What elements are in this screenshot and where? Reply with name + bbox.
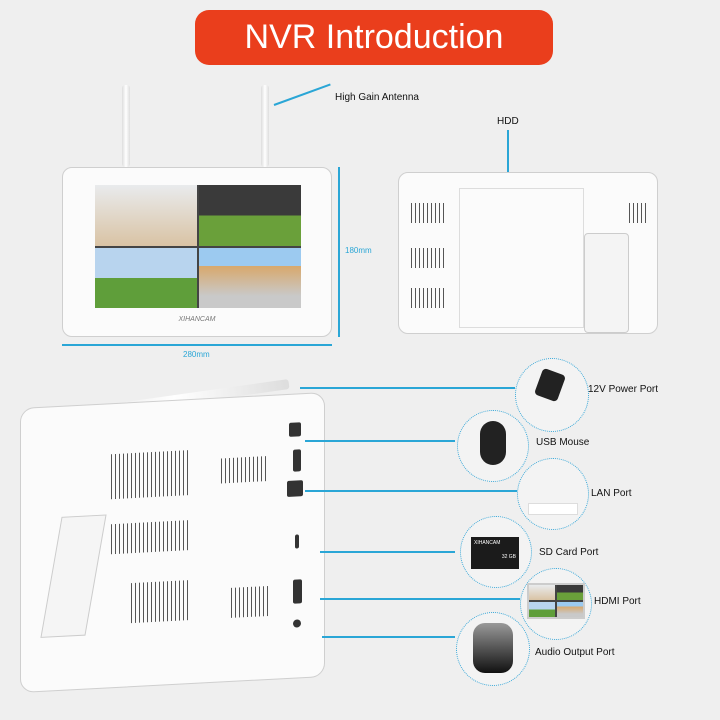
camera-feed-2 (199, 185, 301, 246)
vent (221, 456, 266, 484)
nvr-back (398, 172, 658, 334)
port-label-hdmi: HDMI Port (594, 596, 641, 607)
sd-leader (320, 551, 455, 553)
port-label-mouse: USB Mouse (536, 437, 590, 448)
audio-leader (322, 636, 455, 638)
nvr-back-perspective (20, 392, 325, 693)
power-port (289, 422, 301, 437)
height-dimension (338, 167, 340, 337)
width-label: 280mm (183, 350, 210, 359)
camera-grid (95, 185, 301, 308)
stand (40, 514, 107, 638)
nvr-front: XIHANCAM (62, 167, 332, 337)
port-label-sd: SD Card Port (539, 547, 599, 558)
power-leader (300, 387, 515, 389)
lan-port (287, 480, 303, 497)
monitor-icon (520, 568, 592, 640)
camera-feed-4 (199, 247, 301, 308)
antenna-right (261, 85, 269, 167)
mouse-leader (305, 440, 455, 442)
brand-logo: XIHANCAM (178, 316, 216, 323)
mouse-icon (457, 410, 529, 482)
power-adapter-icon (515, 358, 589, 432)
width-dimension (62, 344, 332, 346)
vent (131, 580, 191, 624)
camera-feed-3 (95, 247, 197, 308)
stand (584, 233, 629, 333)
vent (111, 450, 191, 500)
camera-feed-1 (95, 185, 197, 246)
vent (411, 288, 446, 308)
vent (411, 248, 446, 268)
vent (629, 203, 649, 223)
vent (231, 585, 271, 618)
sd-brand: XIHANCAM (474, 540, 501, 546)
hdmi-port (293, 579, 302, 604)
hdmi-leader (320, 598, 520, 600)
hdd-cover (459, 188, 584, 328)
height-label: 180mm (345, 246, 372, 255)
usb-port (293, 449, 301, 472)
audio-port (293, 619, 301, 628)
sd-card-icon: XIHANCAM 32 GB (460, 516, 532, 588)
antenna-label: High Gain Antenna (335, 92, 419, 103)
title-banner: NVR Introduction (195, 10, 553, 65)
port-label-power: 12V Power Port (588, 384, 659, 395)
antenna-left (122, 85, 130, 167)
sd-capacity: 32 GB (501, 554, 516, 560)
speaker-icon (456, 612, 530, 686)
sd-port (295, 534, 299, 549)
hdd-label: HDD (497, 116, 519, 127)
vent (411, 203, 446, 223)
port-label-audio: Audio Output Port (535, 647, 615, 658)
router-icon (517, 458, 589, 530)
lan-leader (305, 490, 517, 492)
vent (111, 520, 191, 555)
antenna-leader (273, 83, 331, 106)
port-label-lan: LAN Port (591, 488, 632, 499)
